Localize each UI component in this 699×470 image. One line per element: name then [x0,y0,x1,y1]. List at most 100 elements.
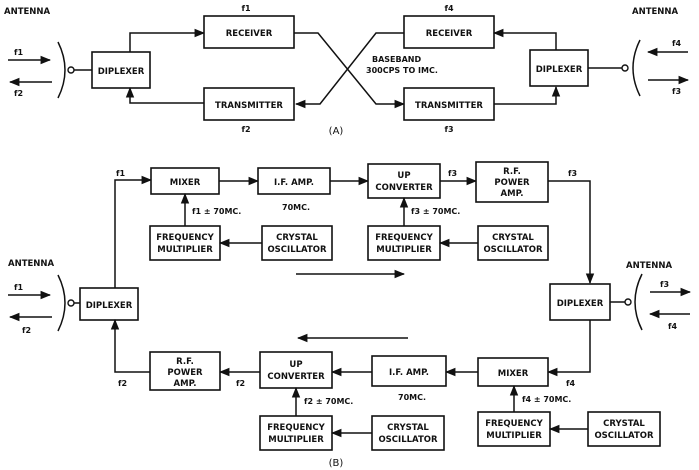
if-amp-b-upper [257,167,331,195]
diplexer-b-left [79,287,139,321]
wire [114,175,153,288]
freq-mult-b-upper-right-label-1: FREQUENCY [375,233,433,243]
upper-f3-mid: f3 [448,169,457,178]
wire [110,318,150,373]
diplexer-b-right [549,283,611,321]
rf-power-amp-b-upper-label-3: AMP. [501,189,524,199]
diplexer-a-left-label: DIPLEXER [98,67,145,77]
if-amp-b-upper-70mc: 70MC. [282,203,310,212]
diplexer-b-left-label: DIPLEXER [86,301,133,311]
crystal-osc-b-upper-left-label-2: OSCILLATOR [267,245,327,255]
receiver-a-right-freq: f4 [444,4,453,13]
wire [492,28,557,50]
antenna-b-right-label: ANTENNA [626,261,673,271]
lower-f2-left: f2 [118,379,127,388]
freq-mult-b-upper-left-label-2: MULTIPLIER [157,245,213,255]
baseband-label-1: BASEBAND [372,55,422,64]
wire [494,85,561,105]
freq-mult-b-upper-left-label-1: FREQUENCY [156,233,214,243]
rf-power-amp-b-lower-label-2: POWER [167,368,203,378]
up-converter-b-upper-label-1: UP [397,171,410,181]
receiver-a-left [203,15,295,49]
antenna-b-right-feed [624,298,632,306]
receiver-a-right-label: RECEIVER [426,29,473,39]
receiver-a-left-label: RECEIVER [226,29,273,39]
up-converter-b-lower-label-1: UP [289,360,302,370]
freq-mult-b-lower-left-label-1: FREQUENCY [267,423,325,433]
wire [548,180,595,285]
baseband-label-2: 300CPS TO IMC. [366,66,438,75]
diagram-a: ANTENNA f1 f2 DIPLEXER f1 RECEIVER TRANS… [4,4,690,137]
crystal-osc-b-lower-left-label-2: OSCILLATOR [378,435,438,445]
caption-a: (A) [329,126,344,137]
antenna-b-left-f2: f2 [22,326,31,335]
transmitter-a-left [203,87,295,121]
upper-f1-70mc: f1 ± 70MC. [192,207,241,216]
rf-power-amp-b-upper-label-2: POWER [494,178,530,188]
diplexer-b-right-label: DIPLEXER [557,299,604,309]
antenna-a-left: ANTENNA f1 f2 [4,7,92,99]
transmitter-a-right-label: TRANSMITTER [415,101,483,111]
antenna-b-left-f1: f1 [14,283,23,292]
mixer-b-lower-label: MIXER [498,369,529,379]
crystal-osc-b-upper-right-label-2: OSCILLATOR [483,245,543,255]
lower-f2-mid: f2 [236,379,245,388]
transmitter-a-right-freq: f3 [444,125,453,134]
diplexer-a-left [91,51,151,89]
antenna-a-right: ANTENNA f4 f3 [588,7,690,97]
antenna-a-right-f4: f4 [672,39,681,48]
receiver-a-left-freq: f1 [241,4,250,13]
antenna-a-left-feed [67,66,75,74]
crystal-osc-b-lower-right-label-1: CRYSTAL [603,419,645,429]
mixer-b-upper-label: MIXER [170,178,201,188]
lower-f2-70mc: f2 ± 70MC. [304,397,353,406]
antenna-a-right-f3: f3 [672,87,681,96]
wire [125,86,204,104]
transmitter-a-left-freq: f2 [241,125,250,134]
antenna-a-right-feed [621,64,629,72]
antenna-b-right-f4: f4 [668,322,677,331]
if-amp-b-lower-label: I.F. AMP. [389,368,429,378]
up-converter-b-lower [259,351,333,389]
upper-f1: f1 [116,169,125,178]
caption-b: (B) [329,458,344,469]
lower-f4-70mc: f4 ± 70MC. [522,395,571,404]
diagram-b: ANTENNA f1 f2 DIPLEXER f1 MIXER I.F. AMP… [8,161,692,469]
if-amp-b-lower-70mc: 70MC. [398,393,426,402]
rf-power-amp-b-upper [475,161,549,203]
antenna-a-left-label: ANTENNA [4,7,51,17]
antenna-a-left-f2: f2 [14,89,23,98]
antenna-a-left-dish [57,41,66,99]
antenna-b-left-label: ANTENNA [8,259,55,269]
upper-f3-70mc: f3 ± 70MC. [411,207,460,216]
rf-power-amp-b-lower-label-1: R.F. [176,357,194,367]
wire [546,320,591,377]
freq-mult-b-lower-right-label-2: MULTIPLIER [486,431,542,441]
lower-f4-right: f4 [566,379,575,388]
wire [129,28,206,52]
if-amp-b-lower [371,355,447,387]
antenna-b-right-dish [634,273,643,331]
rf-power-amp-b-lower [149,351,221,391]
crystal-osc-b-lower-left-label-1: CRYSTAL [387,423,429,433]
freq-mult-b-lower-right-label-1: FREQUENCY [485,419,543,429]
rf-power-amp-b-lower-label-3: AMP. [174,379,197,389]
freq-mult-b-upper-right [367,225,441,261]
upper-f3-right: f3 [568,169,577,178]
freq-mult-b-upper-left [149,225,221,261]
crystal-osc-b-upper-left-label-1: CRYSTAL [276,233,318,243]
rf-power-amp-b-upper-label-1: R.F. [503,167,521,177]
antenna-a-right-dish [632,39,641,97]
antenna-a-left-f1: f1 [14,48,23,57]
transmitter-a-right [403,87,495,121]
antenna-b-left-feed [67,299,75,307]
freq-mult-b-upper-right-label-2: MULTIPLIER [376,245,432,255]
if-amp-b-upper-label: I.F. AMP. [274,178,314,188]
baseband-cross-1 [294,32,406,109]
antenna-b-left-dish [57,274,66,332]
crystal-osc-b-upper-right [477,225,549,261]
up-converter-b-upper-label-2: CONVERTER [375,183,433,193]
crystal-osc-b-lower-left [371,415,445,451]
antenna-b-right-f3: f3 [660,280,669,289]
